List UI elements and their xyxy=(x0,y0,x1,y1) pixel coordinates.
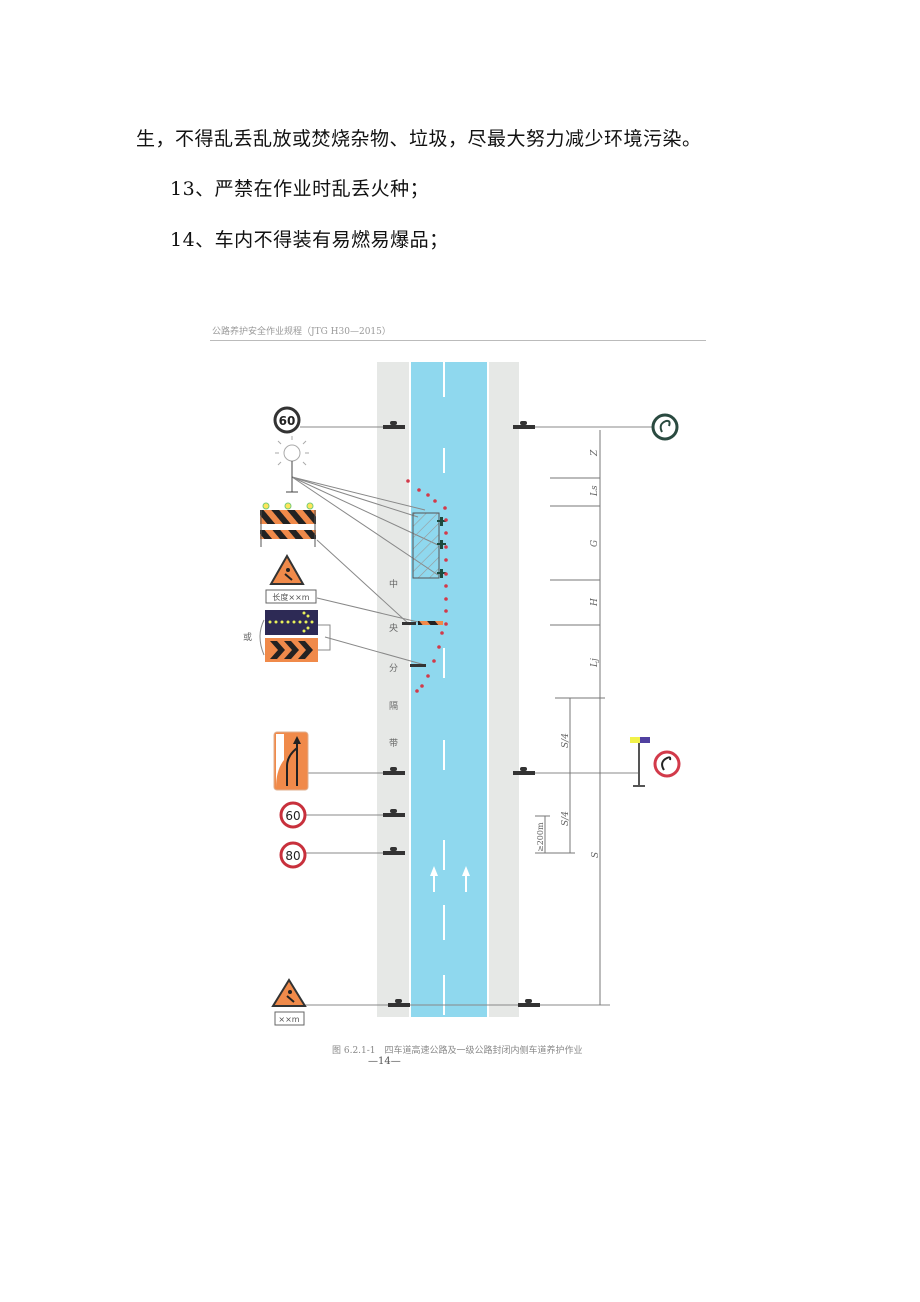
marker-icon xyxy=(383,809,405,817)
svg-text:H: H xyxy=(590,598,600,607)
marker-icon xyxy=(518,999,540,1007)
arrow-board-icon xyxy=(265,610,318,635)
warning-lights-on-work-area xyxy=(437,517,446,578)
outer-shoulder xyxy=(489,362,519,1017)
median-label: 中 央 分 隔 带 xyxy=(389,578,398,749)
speed-limit-60-black-icon: 60 xyxy=(273,406,301,434)
length-plate: 长度××m xyxy=(265,589,317,604)
rule-item-13: 13、严禁在作业时乱丢火种； xyxy=(170,178,430,200)
lane-merge-sign-icon xyxy=(273,731,309,791)
marker-icon xyxy=(383,767,405,775)
svg-text:Ls: Ls xyxy=(590,485,600,497)
lane-arrow-left xyxy=(430,866,438,892)
or-bracket xyxy=(259,619,331,656)
delineator-markers xyxy=(383,421,540,1007)
traffic-cones xyxy=(406,479,448,693)
speed-limit-60-icon: 60 xyxy=(279,801,307,829)
svg-text:S/4: S/4 xyxy=(561,733,571,748)
svg-text:60: 60 xyxy=(279,414,296,428)
marker-icon xyxy=(513,421,535,429)
svg-text:带: 带 xyxy=(389,738,398,749)
page-number: —14— xyxy=(368,1056,401,1067)
marker-icon xyxy=(410,664,426,667)
paragraph-continuation: 生，不得乱丢乱放或焚烧杂物、垃圾，尽最大努力减少环境污染。 xyxy=(136,128,702,150)
svg-text:80: 80 xyxy=(285,849,300,863)
road-barricade-icon xyxy=(260,502,316,547)
speed-limit-80-icon: 80 xyxy=(279,841,307,869)
distance-plate: ××m xyxy=(274,1011,305,1026)
chevron-board-icon xyxy=(265,638,318,662)
work-area-hatched xyxy=(412,512,440,579)
svg-text:长度××m: 长度××m xyxy=(272,592,309,602)
or-label: 或 xyxy=(243,631,252,643)
end-no-overtaking-icon xyxy=(651,413,679,441)
lane-dashes xyxy=(443,362,445,1015)
marker-icon xyxy=(513,767,535,775)
road-works-warning-bottom-icon xyxy=(271,978,307,1007)
figure-header: 公路养护安全作业规程（JTG H30—2015） xyxy=(212,327,391,337)
svg-text:Z: Z xyxy=(590,449,600,457)
carriageway xyxy=(409,362,489,1017)
transition-barrier xyxy=(418,621,443,625)
dimension-lines xyxy=(535,430,605,1005)
dimension-labels: Z Ls G H Lj S/4 S/4 S ≥200m xyxy=(536,449,601,858)
svg-text:隔: 隔 xyxy=(389,701,398,712)
svg-text:≥200m: ≥200m xyxy=(536,822,545,852)
svg-text:中: 中 xyxy=(389,578,398,590)
svg-text:分: 分 xyxy=(389,663,398,674)
rule-item-14: 14、车内不得装有易燃易爆品； xyxy=(170,229,449,251)
reference-lines xyxy=(290,426,655,1006)
no-u-turn-icon xyxy=(653,750,681,778)
svg-text:央: 央 xyxy=(389,622,398,634)
svg-text:××m: ××m xyxy=(278,1015,299,1024)
median-strip xyxy=(377,362,411,1017)
flag-pole-icon xyxy=(630,737,650,787)
svg-text:Lj: Lj xyxy=(590,658,600,668)
figure-caption: 图 6.2.1-1 四车道高速公路及一级公路封闭内侧车道养护作业 xyxy=(332,1046,583,1056)
road-works-warning-icon xyxy=(269,553,305,585)
lane-arrow-right xyxy=(462,866,470,892)
warning-lamp-icon xyxy=(275,436,309,493)
svg-text:S/4: S/4 xyxy=(561,811,571,826)
marker-icon xyxy=(383,421,405,429)
marker-icon xyxy=(388,999,410,1007)
svg-text:G: G xyxy=(590,540,600,547)
figure-header-rule xyxy=(210,340,706,341)
marker-icon xyxy=(402,622,416,625)
svg-text:S: S xyxy=(591,852,601,858)
svg-text:60: 60 xyxy=(285,809,300,823)
marker-icon xyxy=(383,847,405,855)
